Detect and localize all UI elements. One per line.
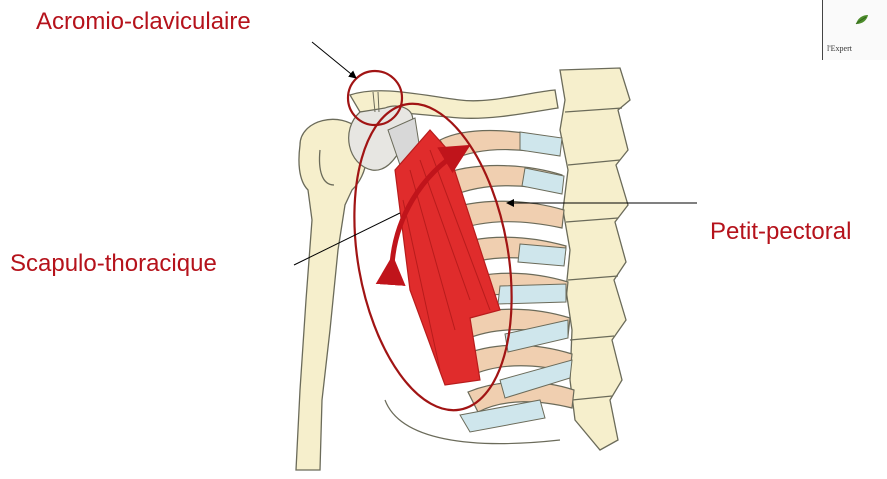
leaf-logo-icon <box>855 14 869 26</box>
label-petit-pectoral: Petit-pectoral <box>710 220 851 244</box>
humerus <box>296 119 367 470</box>
leader-acromio <box>312 42 356 78</box>
label-scapulo-thoracique: Scapulo-thoracique <box>10 252 217 276</box>
leader-scapulo <box>294 213 400 265</box>
logo-text: l'Expert <box>827 44 852 53</box>
label-acromio-claviculaire: Acromio-claviculaire <box>36 10 251 34</box>
logo: l'Expert <box>822 0 887 60</box>
